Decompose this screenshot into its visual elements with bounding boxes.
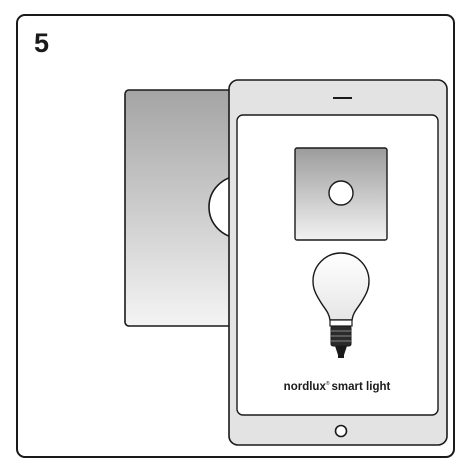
screen-switch-knob (329, 181, 353, 205)
step-number: 5 (34, 30, 49, 57)
brand-trademark: ® (326, 381, 330, 387)
brand-name-primary: nordlux (284, 381, 326, 393)
circle-icon[interactable] (336, 426, 347, 437)
brand-logo: nordlux®smart light (236, 381, 438, 393)
brand-name-secondary: smart light (332, 381, 391, 393)
screen-switch-image (295, 148, 387, 240)
